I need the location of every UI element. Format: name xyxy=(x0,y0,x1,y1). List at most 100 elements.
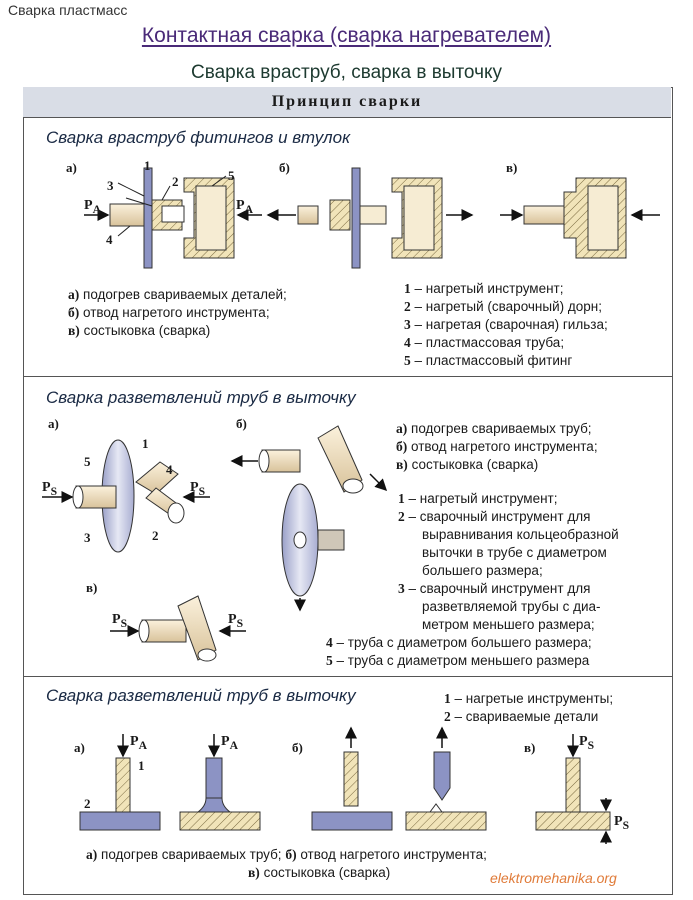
s2-panel-a-drawing xyxy=(42,439,210,553)
s1-legend: 1 – нагретый инструмент; 2 – нагретый (с… xyxy=(404,280,608,370)
s2-num-3: 3 xyxy=(84,530,91,545)
s2-force-left: PS xyxy=(42,480,57,498)
s1-num-4: 4 xyxy=(106,232,113,247)
s1-step-text: отвод нагретого инструмента; xyxy=(83,305,270,320)
s1-steps: а) подогрев свариваемых деталей; б) отво… xyxy=(68,286,287,340)
s2-num-1: 1 xyxy=(142,436,149,451)
s3-title: Сварка разветвлений труб в выточку xyxy=(46,686,356,705)
s1-legend-item: 1 – нагретый инструмент; xyxy=(404,280,608,298)
s2-panel-b-label: б) xyxy=(236,416,247,431)
section-divider-1 xyxy=(23,376,673,377)
s3-v-force-top: PS xyxy=(579,734,594,752)
s2-steps: а) подогрев свариваемых труб; б) отвод н… xyxy=(396,420,598,474)
s2-legend-item: 2 – сварочный инструмент для xyxy=(398,508,619,526)
s2-step-text: подогрев свариваемых труб; xyxy=(411,421,592,436)
s3-legend-num: 2 xyxy=(444,709,451,724)
s1-force-right-sub: A xyxy=(244,202,253,216)
s3-legend-text: – нагретые инструменты; xyxy=(454,691,614,706)
s3-legend-num: 1 xyxy=(444,691,451,706)
s2-legend-text: – сварочный инструмент для xyxy=(408,509,591,524)
s3-legend-item: 1 – нагретые инструменты; xyxy=(444,690,613,708)
s3-legend: 1 – нагретые инструменты; 2 – свариваемы… xyxy=(444,690,613,726)
s3-panel-b-label: б) xyxy=(292,740,303,755)
s2-num-2: 2 xyxy=(152,528,159,543)
s3-step-text: подогрев свариваемых труб; xyxy=(101,847,282,862)
s3-a-force: PA xyxy=(130,734,147,752)
principle-header: Принцип сварки xyxy=(23,87,671,118)
top-tag: Сварка пластмасс xyxy=(8,2,128,18)
s2-step-text: отвод нагретого инструмента; xyxy=(411,439,598,454)
s1-step: б) отвод нагретого инструмента; xyxy=(68,304,287,322)
s2-v-force-left-sub: S xyxy=(120,616,128,630)
s2-legend-num: 1 xyxy=(398,491,405,506)
s2-step: в) состыковка (сварка) xyxy=(396,456,598,474)
s2-legend-text: выточки в трубе с диаметром xyxy=(422,545,607,560)
s1-legend-text: – нагретый (сварочный) дорн; xyxy=(414,299,602,314)
s2-legend-num: 3 xyxy=(398,581,405,596)
s2-step-key: б) xyxy=(396,439,408,454)
s1-legend-text: – пластмассовый фитинг xyxy=(414,353,573,368)
s1-legend-item: 4 – пластмассовая труба; xyxy=(404,334,608,352)
s1-panel-a-drawing xyxy=(84,167,262,269)
s2-step: а) подогрев свариваемых труб; xyxy=(396,420,598,438)
page-subtitle: Сварка враструб, сварка в выточку xyxy=(190,62,503,83)
s3-a2-force-p: P xyxy=(221,734,230,749)
s3-panel-v-drawing xyxy=(535,734,612,844)
s2-force-right-sub: S xyxy=(198,484,206,498)
s1-force-left-p: P xyxy=(84,198,93,213)
s2-force-left-sub: S xyxy=(50,484,58,498)
s1-step-key: б) xyxy=(68,305,80,320)
s1-num-3: 3 xyxy=(107,178,114,193)
s3-num-1: 1 xyxy=(138,758,145,773)
s1-num-2: 2 xyxy=(172,174,179,189)
s2-legend-item: большего размера; xyxy=(398,562,619,580)
s3-a-force-sub: A xyxy=(138,738,147,752)
s2-legend-item: метром меньшего размера; xyxy=(398,616,619,634)
s1-panel-b-label: б) xyxy=(279,160,290,175)
s1-num-1: 1 xyxy=(144,158,151,173)
s2-legend-text: метром меньшего размера; xyxy=(422,617,595,632)
s2-v-force-right-p: P xyxy=(228,612,237,627)
s2-legend-item: разветвляемой трубы с диа- xyxy=(398,598,619,616)
s2-legend-num: 5 xyxy=(326,653,333,668)
s3-v-force-top-sub: S xyxy=(587,738,595,752)
s1-panel-b-drawing xyxy=(266,167,474,269)
s1-legend-num: 3 xyxy=(404,317,411,332)
s3-step-text: состыковка (сварка) xyxy=(263,865,391,880)
s3-a-force-p: P xyxy=(130,734,139,749)
s1-force-left-sub: A xyxy=(92,202,101,216)
s3-steps-line2: в) состыковка (сварка) xyxy=(248,864,390,882)
s2-force-right: PS xyxy=(190,480,205,498)
s1-legend-num: 1 xyxy=(404,281,411,296)
s2-legend: 1 – нагретый инструмент; 2 – сварочный и… xyxy=(398,490,619,634)
s2-legend-num: 2 xyxy=(398,509,405,524)
s2-legend-text: – сварочный инструмент для xyxy=(408,581,591,596)
s3-step-text: отвод нагретого инструмента; xyxy=(300,847,487,862)
s3-panel-v-label: в) xyxy=(524,740,536,755)
s2-num-5: 5 xyxy=(84,454,91,469)
s3-v-force-top-p: P xyxy=(579,734,588,749)
s2-step-key: а) xyxy=(396,421,408,436)
page-title: Контактная сварка (сварка нагревателем) xyxy=(0,24,693,48)
s2-legend-text: – нагретый инструмент; xyxy=(408,491,558,506)
s1-step-text: состыковка (сварка) xyxy=(83,323,211,338)
s3-v-force-side-p: P xyxy=(614,814,623,829)
s3-steps-line1: а) подогрев свариваемых труб; б) отвод н… xyxy=(86,846,487,864)
s2-step-text: состыковка (сварка) xyxy=(411,457,539,472)
s2-panel-v-label: в) xyxy=(86,580,98,595)
s1-legend-item: 5 – пластмассовый фитинг xyxy=(404,352,608,370)
s2-force-right-p: P xyxy=(190,480,199,495)
s1-legend-num: 2 xyxy=(404,299,411,314)
s1-legend-text: – пластмассовая труба; xyxy=(414,335,565,350)
s2-force-left-p: P xyxy=(42,480,51,495)
s1-panel-a-label: а) xyxy=(66,160,77,175)
s1-force-right: PA xyxy=(236,198,253,216)
s3-v-force-side: PS xyxy=(614,814,629,832)
s3-legend-text: – свариваемые детали xyxy=(454,709,599,724)
page-title-text: Контактная сварка (сварка нагревателем) xyxy=(141,24,552,47)
s2-legend-text: – труба с диаметром меньшего размера xyxy=(336,653,590,668)
s2-legend-text: большего размера; xyxy=(422,563,543,578)
s3-step-key: б) xyxy=(285,847,297,862)
s3-panel-b-drawing xyxy=(311,726,487,831)
